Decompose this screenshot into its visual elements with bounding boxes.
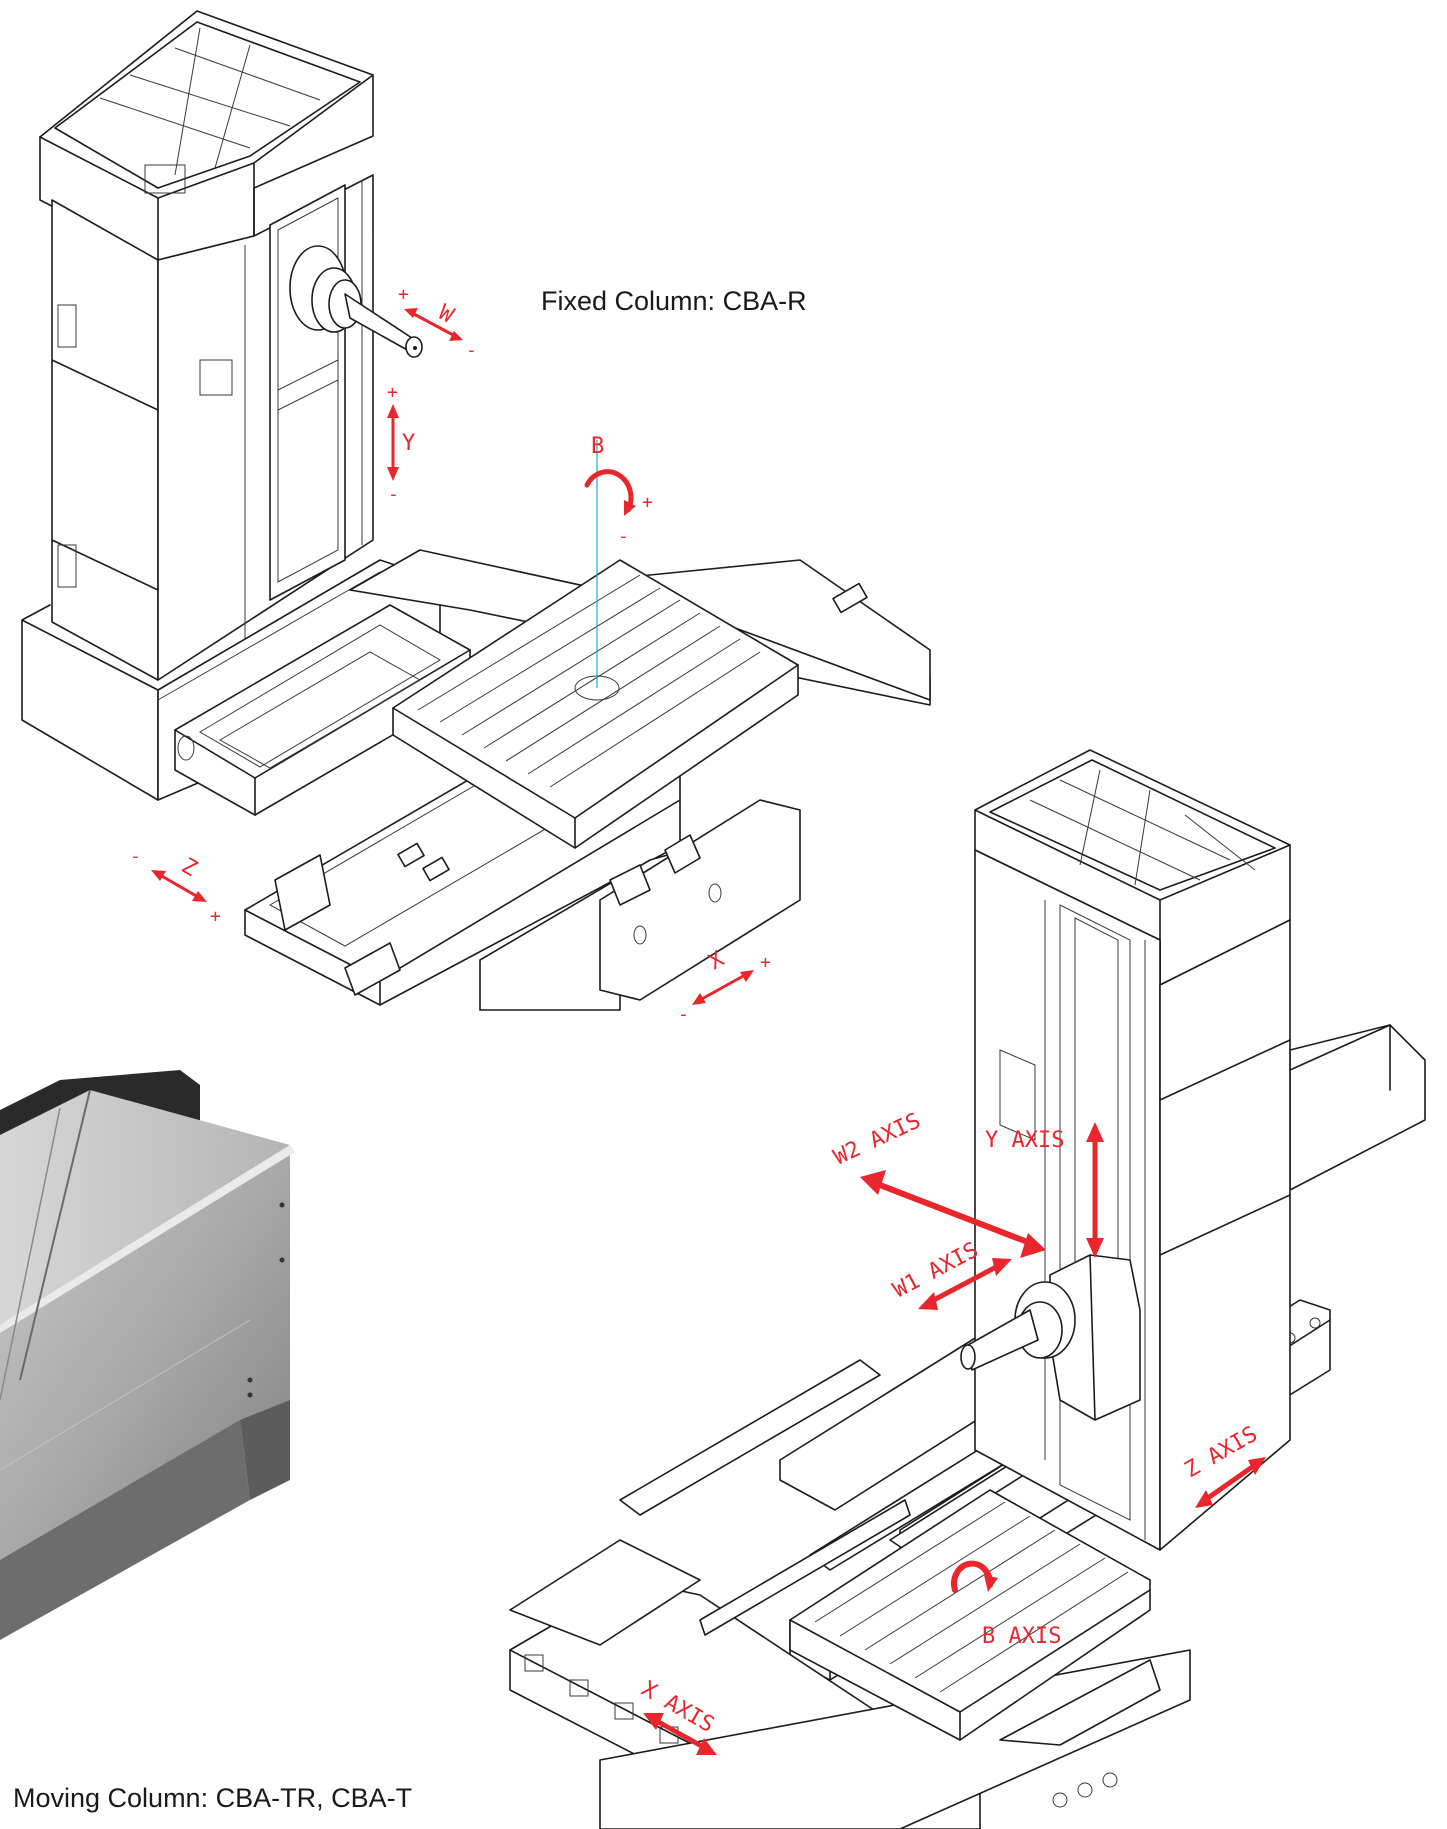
w2-axis-label: W2 AXIS: [830, 1109, 925, 1171]
moving-x-bed: [509, 1539, 1191, 1829]
moving-rear-ram: [1289, 1024, 1426, 1191]
y-axis-label: Y: [402, 431, 415, 456]
x-axis-label: X: [705, 947, 730, 976]
z-axis-arrow: Z - +: [130, 846, 221, 927]
b-axis-label: B: [591, 434, 604, 459]
w-axis-plus: +: [398, 284, 409, 305]
y-axis-minus: -: [388, 484, 399, 505]
b-axis-arrow: B + -: [584, 434, 653, 547]
y2-axis-label: Y AXIS: [985, 1128, 1064, 1153]
way-cover-photo: [0, 1070, 295, 1640]
b-axis-plus: +: [642, 492, 653, 513]
z-axis-plus: +: [210, 906, 221, 927]
y-axis-plus: +: [387, 382, 398, 403]
moving-chip-wall: [699, 1499, 911, 1636]
z-axis-label: Z: [177, 854, 201, 882]
fixed-spindle: [289, 245, 423, 358]
x-axis-minus: -: [678, 1004, 689, 1025]
y2-axis-arrow: Y AXIS: [985, 1122, 1104, 1258]
fixed-rotary-table: [392, 559, 799, 849]
x-axis-plus: +: [760, 952, 771, 973]
b2-axis-arrow: B AXIS: [951, 1560, 1061, 1649]
w1-axis-label: W1 AXIS: [889, 1238, 983, 1304]
y-axis-arrow: Y + -: [387, 382, 415, 505]
fixed-bed-z: [174, 604, 471, 816]
moving-column-machine-drawing: [509, 749, 1426, 1829]
moving-headstock: [960, 1254, 1141, 1421]
z-axis-minus: -: [130, 846, 141, 867]
b2-axis-label: B AXIS: [982, 1624, 1061, 1649]
b-axis-minus: -: [618, 526, 629, 547]
w-axis-label: W: [434, 300, 458, 329]
w-axis-arrow: W + -: [398, 284, 477, 361]
w-axis-minus: -: [466, 340, 477, 361]
moving-column-caption: Moving Column: CBA-TR, CBA-T: [13, 1783, 413, 1813]
moving-rotary-table: [789, 1489, 1161, 1746]
fixed-column-machine-drawing: [21, 10, 931, 1011]
fixed-column-top-frame: [39, 10, 374, 261]
fixed-saddle: [479, 799, 801, 1011]
fixed-column-caption: Fixed Column: CBA-R: [541, 286, 807, 316]
